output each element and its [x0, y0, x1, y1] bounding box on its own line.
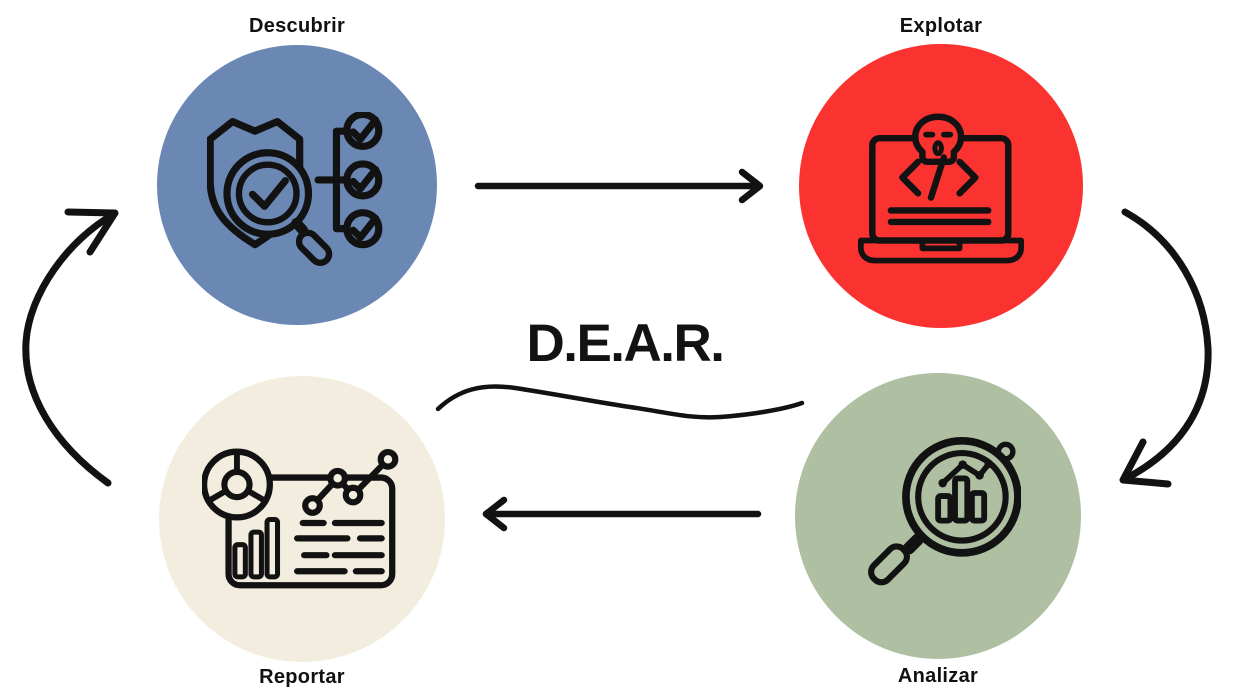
magnifier-analytics-icon [868, 437, 1021, 586]
node-label-analizar: Analizar [897, 665, 979, 687]
node-label-reportar: Reportar [259, 666, 345, 688]
title-underline-squiggle [435, 384, 805, 420]
node-analizar: Analizar [795, 373, 1081, 697]
node-reportar: Reportar [159, 376, 445, 697]
node-circle-reportar [159, 376, 445, 662]
report-dashboard-icon [202, 448, 399, 589]
arrow-reportar-to-descubrir [22, 208, 119, 487]
node-explotar: Explotar [799, 15, 1083, 335]
arrow-explotar-to-analizar [1119, 208, 1212, 488]
arrow-descubrir-to-explotar [474, 168, 764, 204]
hacker-laptop-code-icon [858, 113, 1024, 264]
node-descubrir: Descubrir [157, 15, 437, 335]
node-label-explotar: Explotar [899, 15, 983, 37]
arrow-analizar-to-reportar [482, 496, 762, 532]
node-label-descubrir: Descubrir [248, 15, 346, 37]
shield-search-checklist-icon [207, 112, 383, 267]
diagram-title: D.E.A.R. [526, 314, 725, 373]
node-circle-explotar [799, 44, 1083, 328]
